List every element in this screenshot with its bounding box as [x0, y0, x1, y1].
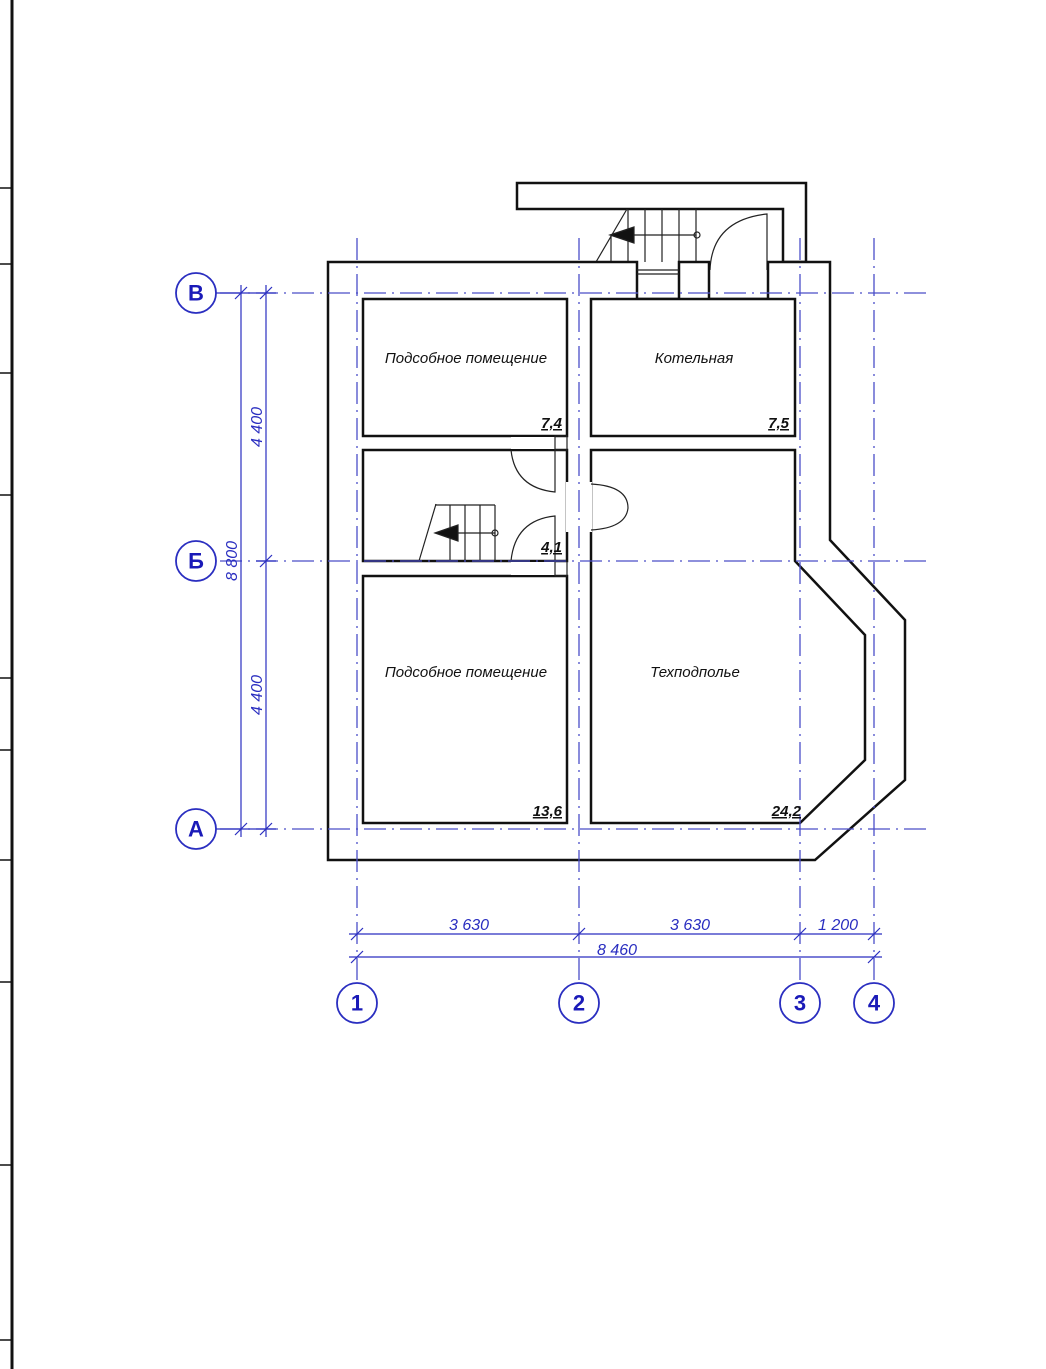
dim-v-b: 4 400	[249, 407, 266, 447]
axis-label-2: 2	[573, 991, 585, 1016]
room-utility-bottom	[361, 574, 569, 825]
interior-stairs	[418, 503, 499, 562]
grid-axes	[220, 238, 930, 983]
room-boiler	[589, 297, 797, 438]
room-area: 13,6	[533, 803, 563, 820]
dim-2-3: 3 630	[670, 917, 710, 934]
axis-label-a: А	[188, 817, 204, 842]
axis-label-b: Б	[188, 549, 204, 574]
room-name: Подсобное помещение	[385, 350, 547, 367]
room-name: Подсобное помещение	[385, 664, 547, 681]
dim-total-horizontal: 8 460	[597, 942, 637, 959]
room-area: 7,4	[541, 415, 563, 432]
room-crawlspace	[589, 448, 867, 825]
room-labels: Подсобное помещение 7,4 Котельная 7,5 4,…	[385, 350, 802, 820]
sheet-frame	[0, 0, 14, 1369]
axis-bubbles: В Б А 1 2 3 4	[175, 272, 895, 1024]
room-area: 24,2	[771, 803, 802, 820]
room-name: Техподполье	[650, 664, 740, 681]
room-area: 7,5	[768, 415, 790, 432]
entrance-door-swing	[709, 213, 768, 271]
dim-b-a: 4 400	[249, 675, 266, 715]
window	[637, 269, 679, 275]
dim-1-2: 3 630	[449, 917, 489, 934]
axis-label-v: В	[188, 281, 204, 306]
room-name: Котельная	[655, 350, 733, 367]
room-area: 4,1	[540, 539, 562, 556]
dimension-lines	[216, 285, 882, 964]
axis-label-3: 3	[794, 991, 806, 1016]
room-utility-top	[361, 297, 569, 438]
exterior-stairs	[595, 208, 701, 263]
dimension-labels: 3 630 3 630 1 200 8 460 4 400 4 400 8 80…	[224, 407, 858, 959]
dim-3-4: 1 200	[818, 917, 858, 934]
axis-label-1: 1	[351, 991, 363, 1016]
door-swings	[510, 435, 629, 577]
axis-label-4: 4	[868, 991, 881, 1016]
entrance-porch	[515, 181, 808, 271]
dim-total-vertical: 8 800	[224, 541, 241, 581]
